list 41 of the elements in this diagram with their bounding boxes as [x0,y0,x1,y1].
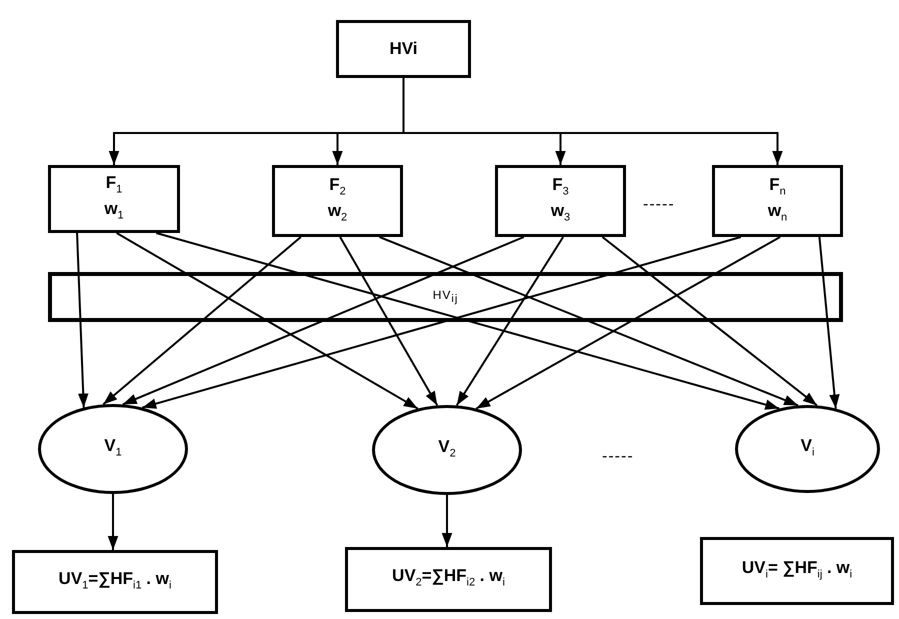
arrow [116,232,418,410]
node-label: UV$_{2}$=∑HF$_{i2}$ . w$_{i}$ [392,566,505,591]
arrow [442,495,452,547]
weight-label: w$_{2}$ [328,201,348,226]
arrow [102,236,302,406]
arrow [818,236,840,409]
formula-box [12,550,218,614]
ellipsis-dashes: ----- [643,196,675,214]
arrow [76,232,88,408]
weight-label: w$_{n}$ [768,201,788,226]
process-box [336,20,471,78]
arrow [339,236,438,406]
node-label: V$_{i}$ [800,436,814,460]
formula-box [700,537,894,605]
node-label: UV$_{1}$=∑HF$_{i1}$ . w$_{i}$ [58,568,172,594]
arrow [122,236,524,406]
process-box [48,165,180,233]
process-box [495,165,626,237]
process-box [272,165,403,237]
arrow [602,236,818,406]
node-label: V$_{2}$ [438,436,456,462]
arrow [402,78,783,165]
node-label: F$_{3}$ [552,174,569,199]
ellipse-node [735,405,880,493]
ellipsis-dashes: ----- [602,448,634,466]
arrow [108,494,118,550]
ellipse-node [372,405,522,495]
arrow [476,236,781,410]
node-label: HVi [389,39,418,59]
node-label: F$_{1}$ [106,172,122,197]
arrow [379,236,798,406]
weight-label: w$_{3}$ [550,201,570,226]
ellipse-node [38,404,188,494]
node-label: F$_{n}$ [769,174,786,199]
formula-box [345,547,552,612]
node-label: UV$_{i}$= ∑HF$_{ij}$ . w$_{i}$ [742,558,852,582]
node-label: F$_{2}$ [329,174,346,199]
weight-label: w$_{1}$ [104,199,124,224]
process-box [712,165,843,237]
node-label: V$_{1}$ [104,436,122,460]
arrow [456,236,564,406]
